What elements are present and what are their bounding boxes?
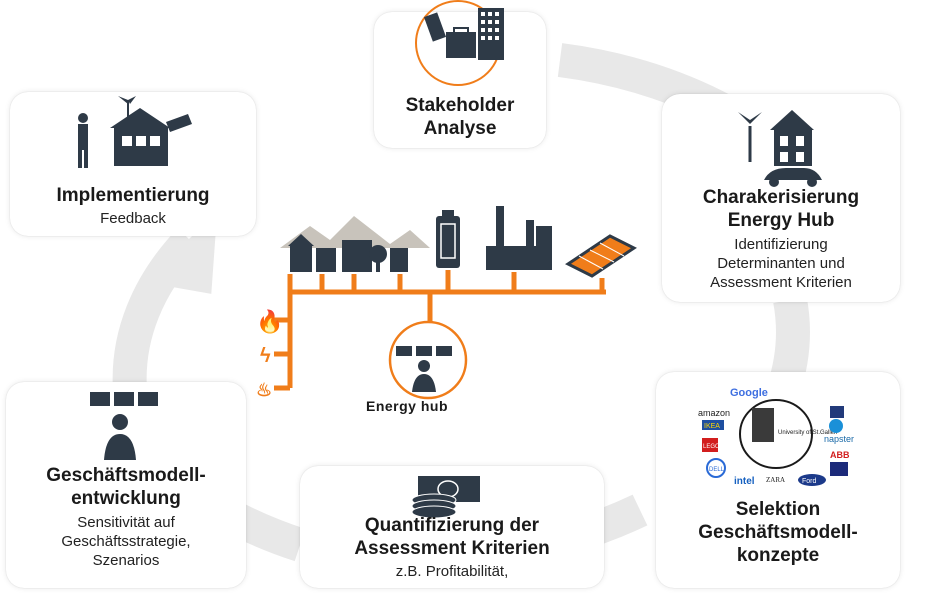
hub-circle xyxy=(388,320,468,400)
svg-text:Ford: Ford xyxy=(802,478,817,485)
quantifizierung-title: Quantifizierung der Assessment Kriterien xyxy=(354,515,550,559)
svg-text:LEGO: LEGO xyxy=(703,444,720,450)
lightning-icon: ϟ xyxy=(260,345,271,367)
house-car-icon xyxy=(738,110,822,187)
stakeholder-icon xyxy=(415,0,504,86)
coins-banknote-icon xyxy=(411,476,480,518)
analyst-at-screens-icon xyxy=(90,392,158,460)
svg-text:amazon: amazon xyxy=(698,408,730,418)
energy-network-lines xyxy=(274,270,606,391)
village-icon xyxy=(288,234,408,272)
card-selektion: University of St.Gallen Google amazon IK… xyxy=(656,372,900,588)
card-implementierung: Implementierung Feedback xyxy=(10,92,256,236)
selektion-title: Selektion Geschäftsmodell- konzepte xyxy=(698,499,858,566)
energy-hub-illustration: 🔥 ϟ ♨ xyxy=(256,206,637,400)
svg-text:Google: Google xyxy=(730,387,768,399)
svg-text:DELL: DELL xyxy=(709,467,725,473)
svg-text:napster: napster xyxy=(824,434,854,444)
svg-text:ABB: ABB xyxy=(830,450,850,460)
implementierung-subtitle: Feedback xyxy=(100,210,166,227)
svg-text:intel: intel xyxy=(734,476,755,487)
card-geschaeftsmodell: Geschäftsmodell- entwicklung Sensitivitä… xyxy=(6,382,246,588)
mountains-icon xyxy=(280,216,430,248)
solar-panel-icon xyxy=(565,234,637,278)
charakterisierung-title: Charakerisierung Energy Hub xyxy=(702,187,860,231)
house-with-person-icon xyxy=(78,96,192,168)
card-stakeholder: Stakeholder Analyse xyxy=(374,0,546,148)
quantifizierung-subtitle: z.B. Profitabilität, xyxy=(395,563,509,580)
svg-text:IKEA: IKEA xyxy=(704,423,720,430)
company-logos-collage: University of St.Gallen Google amazon IK… xyxy=(698,387,854,487)
card-quantifizierung: Quantifizierung der Assessment Kriterien… xyxy=(300,466,604,588)
stakeholder-title: Stakeholder Analyse xyxy=(405,95,515,139)
card-charakterisierung: Charakerisierung Energy Hub Identifizier… xyxy=(662,94,900,302)
implementierung-title: Implementierung xyxy=(56,185,210,206)
energy-hub-label: Energy hub xyxy=(365,398,448,414)
geschaeftsmodell-subtitle: Sensitivität auf Geschäftsstrategie, Sze… xyxy=(61,514,191,569)
svg-text:University of St.Gallen: University of St.Gallen xyxy=(778,430,837,436)
svg-text:ZARA: ZARA xyxy=(766,476,785,484)
geschaeftsmodell-title: Geschäftsmodell- entwicklung xyxy=(46,465,206,509)
charakterisierung-subtitle: Identifizierung Determinanten und Assess… xyxy=(710,236,852,291)
factory-icon xyxy=(486,206,552,270)
heat-icon: ♨ xyxy=(256,380,272,400)
flame-icon: 🔥 xyxy=(256,309,283,334)
battery-icon xyxy=(436,210,460,268)
